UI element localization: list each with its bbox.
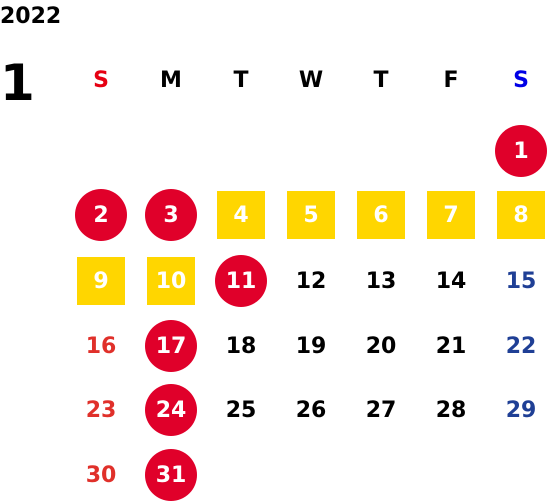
day-cell: 11: [215, 255, 267, 307]
calendar-month: 1: [0, 54, 35, 112]
day-cell: 4: [217, 191, 265, 239]
calendar-year: 2022: [0, 4, 62, 29]
weekday-header: M: [160, 67, 182, 93]
day-cell: 23: [85, 397, 117, 423]
day-cell: 8: [497, 191, 545, 239]
day-cell: 7: [427, 191, 475, 239]
day-cell: 16: [85, 333, 117, 359]
day-cell: 20: [365, 333, 397, 359]
day-cell: 25: [225, 397, 257, 423]
day-cell: 29: [505, 397, 537, 423]
weekday-header: T: [233, 67, 249, 93]
day-cell: 2: [75, 189, 127, 241]
day-cell: 24: [145, 384, 197, 436]
day-cell: 9: [77, 257, 125, 305]
day-cell: 15: [505, 268, 537, 294]
day-cell: 28: [435, 397, 467, 423]
weekday-header: S: [513, 67, 529, 93]
day-cell: 18: [225, 333, 257, 359]
day-cell: 13: [365, 268, 397, 294]
weekday-header: S: [93, 67, 109, 93]
day-cell: 10: [147, 257, 195, 305]
day-cell: 22: [505, 333, 537, 359]
day-cell: 3: [145, 189, 197, 241]
day-cell: 27: [365, 397, 397, 423]
day-cell: 6: [357, 191, 405, 239]
day-cell: 31: [145, 449, 197, 501]
day-cell: 26: [295, 397, 327, 423]
day-cell: 1: [495, 125, 547, 177]
day-cell: 5: [287, 191, 335, 239]
weekday-header: W: [298, 67, 324, 93]
day-cell: 14: [435, 268, 467, 294]
day-cell: 17: [145, 320, 197, 372]
day-cell: 30: [85, 462, 117, 488]
day-cell: 12: [295, 268, 327, 294]
day-cell: 19: [295, 333, 327, 359]
day-cell: 21: [435, 333, 467, 359]
weekday-header: F: [443, 67, 459, 93]
weekday-header: T: [373, 67, 389, 93]
